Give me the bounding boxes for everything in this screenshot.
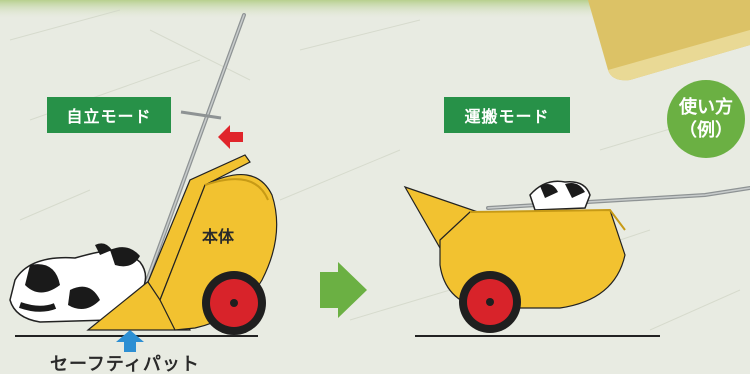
cart-standalone <box>9 13 278 335</box>
usage-badge-line2: （例） <box>679 120 733 141</box>
safety-pad-label: セーフティパット <box>50 354 200 374</box>
blue-arrow-icon <box>116 330 144 352</box>
cart-transport <box>403 180 750 333</box>
green-arrow-icon <box>320 262 367 318</box>
usage-badge-line1: 使い方 <box>679 97 733 118</box>
mode-label-standalone: 自立モード <box>47 97 171 133</box>
red-arrow-icon <box>218 125 243 149</box>
calf-head <box>529 180 591 211</box>
main-body-label: 本体 <box>202 227 235 246</box>
mode-label-transport: 運搬モード <box>444 97 570 133</box>
hay-bale <box>588 0 750 81</box>
calf-lying <box>9 243 147 323</box>
usage-example-badge: 使い方 （例） <box>667 80 745 158</box>
